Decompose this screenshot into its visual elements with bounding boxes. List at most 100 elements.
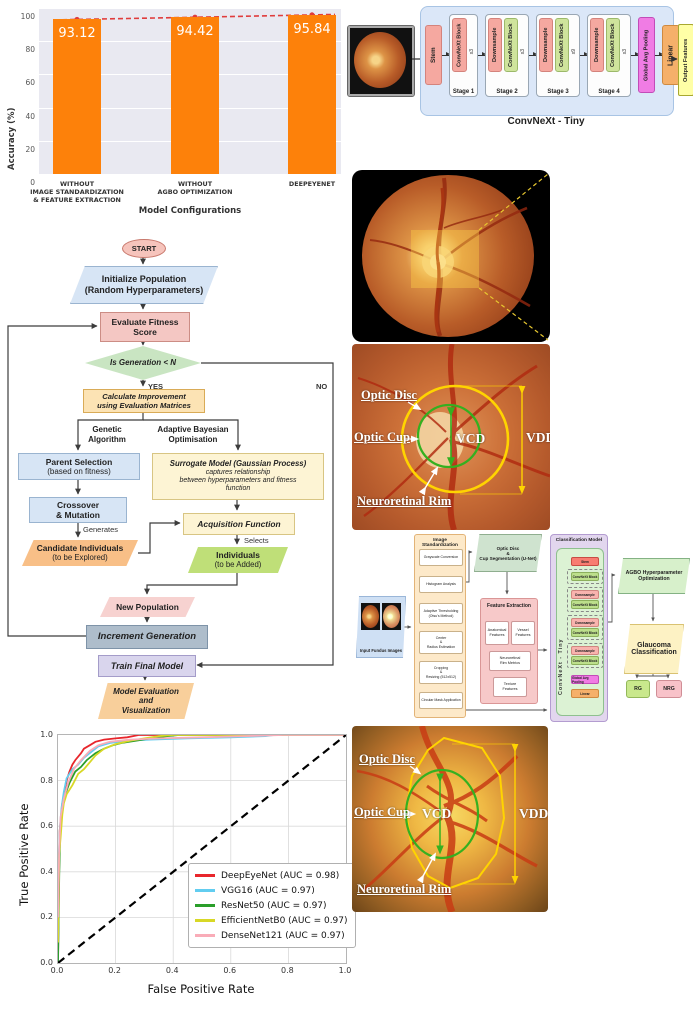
arrow-icon bbox=[580, 52, 588, 57]
x-tick: 0.8 bbox=[281, 966, 294, 975]
downsample-block: Downsample bbox=[539, 17, 553, 72]
input-fundus-image bbox=[347, 25, 415, 97]
y-tick: 80 bbox=[25, 45, 35, 55]
roc-plot-area: DeepEyeNet (AUC = 0.98)VGG16 (AUC = 0.97… bbox=[57, 734, 356, 964]
y-tick: 0.8 bbox=[40, 775, 53, 785]
std-step: Histogram Analysis bbox=[419, 576, 463, 593]
roc-curve-chart: DeepEyeNet (AUC = 0.98)VGG16 (AUC = 0.97… bbox=[15, 726, 356, 1004]
bar-x-axis-label: Model Configurations bbox=[138, 206, 242, 216]
y-tick: 100 bbox=[20, 12, 35, 21]
arrow-icon bbox=[631, 52, 639, 57]
arrow-icon bbox=[478, 52, 486, 57]
global-avg-pooling-block: Global Avg Pooling bbox=[638, 17, 655, 93]
roc-series-densenet121 bbox=[58, 735, 346, 918]
generates-edge-label: Generates bbox=[83, 525, 119, 534]
train-final-model-node: Train Final Model bbox=[98, 655, 196, 677]
fundus-thumb-1 bbox=[361, 603, 380, 630]
vcd-label: VCD bbox=[456, 431, 486, 446]
y-tick: 0.4 bbox=[40, 866, 53, 876]
clf-stage-2 bbox=[567, 587, 603, 612]
clf-stem: Stem bbox=[571, 557, 599, 566]
feature-item: Anatomical Features bbox=[485, 621, 509, 645]
vcd-label: VCD bbox=[422, 806, 452, 821]
convnext-block: ConvNeXt Block bbox=[606, 17, 620, 72]
y-tick: 0.0 bbox=[40, 958, 53, 967]
optic-disc-label: Optic Disc bbox=[359, 752, 415, 766]
legend-swatch bbox=[195, 874, 215, 877]
x-category-label: WITHOUT IMAGE STANDARDIZATION & FEATURE … bbox=[30, 180, 124, 204]
std-step: Grayscale Conversion bbox=[419, 549, 463, 566]
y-tick: 0 bbox=[30, 178, 35, 187]
gridline bbox=[39, 8, 341, 9]
x-tick: 0.2 bbox=[108, 966, 121, 975]
model-evaluation-node: Model Evaluation and Visualization bbox=[98, 683, 194, 719]
legend-entry: EfficientNetB0 (AUC = 0.97) bbox=[195, 913, 349, 928]
legend-swatch bbox=[195, 934, 215, 937]
individuals-node: Individuals (to be Added) bbox=[188, 547, 288, 573]
downsample-block: Downsample bbox=[488, 17, 502, 72]
genetic-algorithm-branch-label: Genetic Algorithm bbox=[88, 425, 126, 444]
convnext-block: ConvNeXt Block bbox=[555, 17, 569, 72]
legend-label: DenseNet121 (AUC = 0.97) bbox=[221, 930, 345, 941]
bar-value-label: 94.42 bbox=[176, 24, 214, 40]
bar-y-axis-ticks: 100 80 60 40 20 0 bbox=[5, 8, 35, 187]
optic-cup-label: Optic Cup bbox=[354, 430, 410, 444]
legend-entry: ResNet50 (AUC = 0.97) bbox=[195, 898, 349, 913]
yes-edge-label: YES bbox=[148, 382, 164, 391]
bar-value-label: 95.84 bbox=[293, 21, 331, 37]
arrow-icon bbox=[655, 52, 663, 57]
y-tick: 60 bbox=[25, 78, 35, 88]
optic-disc-label: Optic Disc bbox=[361, 388, 417, 402]
bar: 93.12 bbox=[53, 19, 101, 174]
bar: 95.84 bbox=[288, 14, 336, 174]
convnext-block: ConvNeXt Block bbox=[504, 17, 518, 72]
convnext-block: ConvNeXt Block bbox=[452, 17, 467, 72]
increment-generation-node: Increment Generation bbox=[86, 625, 208, 649]
legend-swatch bbox=[195, 904, 215, 907]
clf-stage-3 bbox=[567, 615, 603, 640]
calc-improvement-node: Calculate Improvement using Evaluation M… bbox=[83, 389, 205, 413]
agbo-optimization-node: AGBO Hyperparameter Optimization bbox=[618, 558, 690, 594]
arrow-icon bbox=[442, 52, 450, 57]
legend-label: VGG16 (AUC = 0.97) bbox=[221, 885, 315, 896]
roc-curves bbox=[58, 735, 346, 963]
y-tick: 20 bbox=[25, 144, 35, 154]
legend-label: EfficientNetB0 (AUC = 0.97) bbox=[221, 915, 348, 926]
convnext-caption: ConvNeXt - Tiny bbox=[507, 116, 585, 127]
output-features-block: Output Features bbox=[678, 24, 693, 96]
legend-entry: VGG16 (AUC = 0.97) bbox=[195, 883, 349, 898]
y-tick: 40 bbox=[25, 111, 35, 121]
y-tick: 1.0 bbox=[40, 730, 53, 739]
convnext-architecture-diagram: Stem ConvNeXt Block x3 Stage 1 Downsampl… bbox=[346, 4, 693, 130]
image-standardization-container: Image Standardization Grayscale Conversi… bbox=[414, 534, 466, 718]
classification-model-container: Classification Model ConvNeXt - Tiny Ste… bbox=[550, 534, 608, 722]
adaptive-bayesian-branch-label: Adaptive Bayesian Optimisation bbox=[157, 425, 229, 444]
init-population-node: Initialize Population (Random Hyperparam… bbox=[70, 266, 218, 304]
legend-swatch bbox=[195, 919, 215, 922]
annotation-overlay bbox=[357, 344, 550, 530]
stage-3: Downsample ConvNeXt Block x9 Stage 3 bbox=[536, 13, 580, 97]
annotated-fundus-bright: Optic Disc Optic Cup VCD VDD Neuroretina… bbox=[352, 726, 548, 912]
bar-value-label: 93.12 bbox=[58, 26, 96, 42]
legend-entry: DenseNet121 (AUC = 0.97) bbox=[195, 928, 349, 943]
convnext-tiny-backbone: ConvNeXt - Tiny Stem ConvNeXt Block Down… bbox=[556, 548, 604, 716]
arrow-icon bbox=[529, 52, 537, 57]
legend-swatch bbox=[195, 889, 215, 892]
feature-item: Neuroretinal Rim Metrics bbox=[489, 651, 531, 671]
annotated-fundus-closeup: Optic Disc Optic Cup VCD VDD Neuroretina… bbox=[352, 344, 550, 530]
crossover-mutation-node: Crossover & Mutation bbox=[29, 497, 127, 523]
clf-stage-1 bbox=[567, 569, 603, 584]
y-tick: 0.2 bbox=[40, 912, 53, 922]
input-fundus-images-node: Input Fundus Images bbox=[356, 596, 406, 658]
stage-4: Downsample ConvNeXt Block x3 Stage 4 bbox=[587, 13, 631, 97]
bar: 94.42 bbox=[171, 17, 219, 174]
x-tick: 0.0 bbox=[50, 966, 64, 975]
bar-plot-area: 93.12 94.42 95.84 bbox=[39, 8, 341, 174]
rg-class-node: RG bbox=[626, 680, 650, 698]
clf-stage-4 bbox=[567, 643, 603, 668]
fundus-photograph bbox=[352, 170, 550, 342]
start-node: START bbox=[122, 239, 166, 258]
